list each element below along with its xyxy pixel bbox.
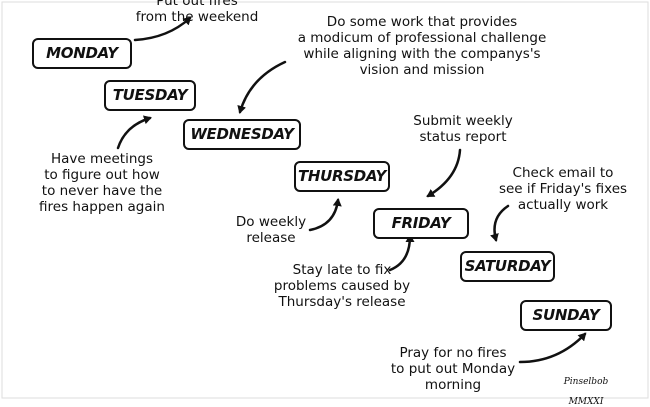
arrow-sunday [518, 332, 587, 364]
day-friday: FRIDAY [373, 208, 469, 239]
day-monday: MONDAY [32, 38, 132, 69]
arrow-tuesday [116, 115, 152, 150]
note-saturday: Check email to see if Friday's fixes act… [498, 165, 628, 213]
arrow-friday-bottom [388, 234, 415, 272]
signature-name: Pinselbob [563, 377, 609, 387]
arrow-friday-top [426, 148, 462, 198]
note-friday-top: Submit weekly status report [413, 113, 513, 145]
arrow-monday [133, 16, 192, 42]
day-saturday: SATURDAY [460, 251, 555, 282]
day-wednesday: WEDNESDAY [183, 119, 301, 150]
day-tuesday: TUESDAY [104, 80, 196, 111]
artist-signature: Pinselbob MMXXI [556, 367, 616, 407]
day-thursday: THURSDAY [294, 161, 390, 192]
border-frame [1, 1, 649, 399]
arrow-saturday [490, 204, 510, 242]
note-tuesday: Have meetings to figure out how to never… [39, 151, 165, 215]
note-wednesday: Do some work that provides a modicum of … [297, 14, 547, 78]
day-sunday: SUNDAY [520, 300, 612, 331]
note-monday: Put out fires from the weekend [135, 0, 259, 25]
signature-year: MMXXI [568, 397, 604, 407]
arrow-thursday [308, 198, 342, 232]
arrow-wednesday [237, 60, 287, 114]
note-friday-bottom: Stay late to fix problems caused by Thur… [273, 262, 411, 310]
note-sunday: Pray for no fires to put out Monday morn… [390, 345, 516, 393]
note-thursday: Do weekly release [235, 214, 307, 246]
